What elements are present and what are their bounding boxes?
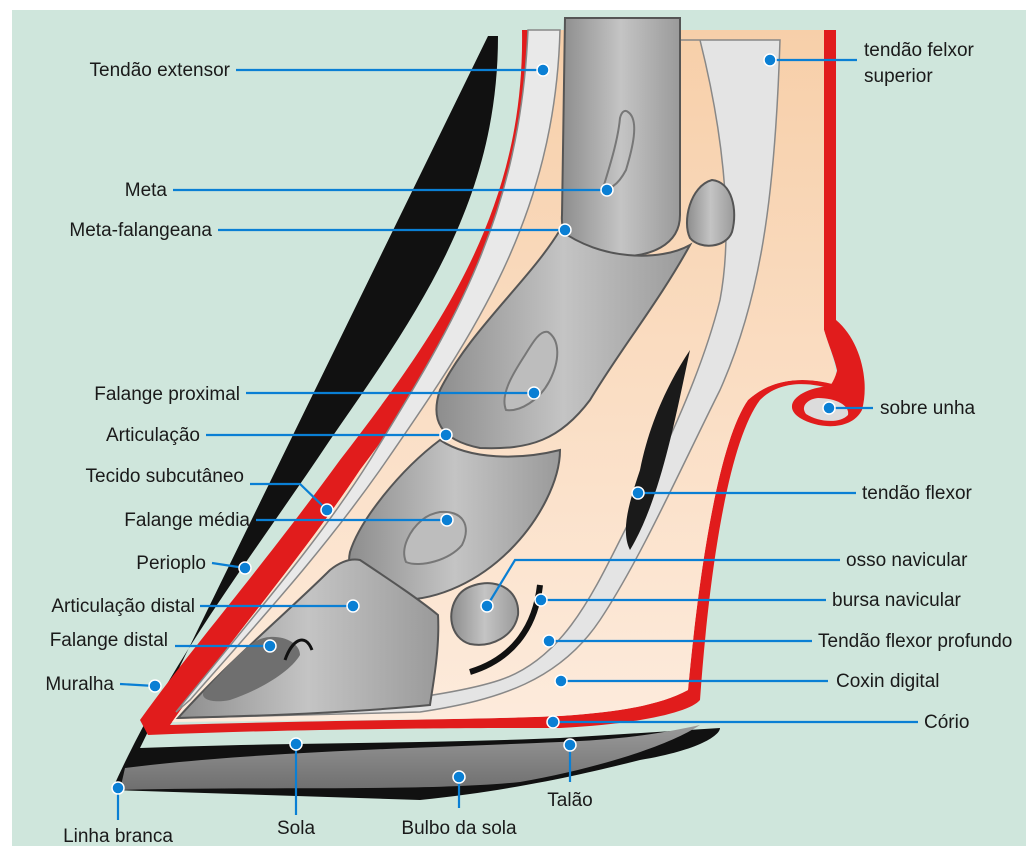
dot-falange-media <box>441 514 453 526</box>
label-sobre-unha: sobre unha <box>880 398 976 419</box>
dot-tendao-flexor <box>632 487 644 499</box>
label-osso-navicular: osso navicular <box>846 550 968 571</box>
dot-sobre-unha <box>823 402 835 414</box>
label-linha-branca: Linha branca <box>63 826 173 847</box>
dot-tendao-extensor <box>537 64 549 76</box>
label-tendao-flexor: tendão flexor <box>862 483 973 504</box>
cannon-bone-shape <box>562 18 680 256</box>
dot-articulacao <box>440 429 452 441</box>
dot-bursa-navicular <box>535 594 547 606</box>
dot-linha-branca <box>112 782 124 794</box>
label-tendao-felxor-superior-line1: tendão felxor <box>864 40 975 61</box>
label-falange-media: Falange média <box>124 510 250 531</box>
dot-tecido-subcutaneo <box>321 504 333 516</box>
dot-tendao-flexor-profundo <box>543 635 555 647</box>
dot-articulacao-distal <box>347 600 359 612</box>
label-tendao-extensor: Tendão extensor <box>90 60 231 81</box>
label-talao: Talão <box>547 790 592 811</box>
label-perioplo: Perioplo <box>136 553 206 574</box>
dot-tendao-felxor-superior <box>764 54 776 66</box>
label-tendao-felxor-superior-line2: superior <box>864 66 933 87</box>
dot-corio <box>547 716 559 728</box>
label-coxin-digital: Coxin digital <box>836 671 940 692</box>
label-corio: Cório <box>924 712 969 733</box>
label-meta: Meta <box>125 180 168 201</box>
dot-meta <box>601 184 613 196</box>
label-bursa-navicular: bursa navicular <box>832 590 962 611</box>
label-articulacao-distal: Articulação distal <box>51 596 195 617</box>
label-falange-distal: Falange distal <box>50 630 168 651</box>
label-bulbo-da-sola: Bulbo da sola <box>401 818 517 839</box>
dot-falange-distal <box>264 640 276 652</box>
dot-osso-navicular <box>481 600 493 612</box>
label-tendao-flexor-profundo: Tendão flexor profundo <box>818 631 1012 652</box>
label-tecido-subcutaneo: Tecido subcutâneo <box>86 466 244 487</box>
dot-falange-proximal <box>528 387 540 399</box>
dot-muralha <box>149 680 161 692</box>
dot-meta-falangeana <box>559 224 571 236</box>
dot-bulbo-sola <box>453 771 465 783</box>
dot-talao <box>564 739 576 751</box>
dot-coxin-digital <box>555 675 567 687</box>
dot-sola <box>290 738 302 750</box>
dot-perioplo <box>239 562 251 574</box>
label-muralha: Muralha <box>45 674 114 695</box>
label-sola: Sola <box>277 818 315 839</box>
label-articulacao: Articulação <box>106 425 200 446</box>
label-meta-falangeana: Meta-falangeana <box>69 220 212 241</box>
label-falange-proximal: Falange proximal <box>94 384 240 405</box>
